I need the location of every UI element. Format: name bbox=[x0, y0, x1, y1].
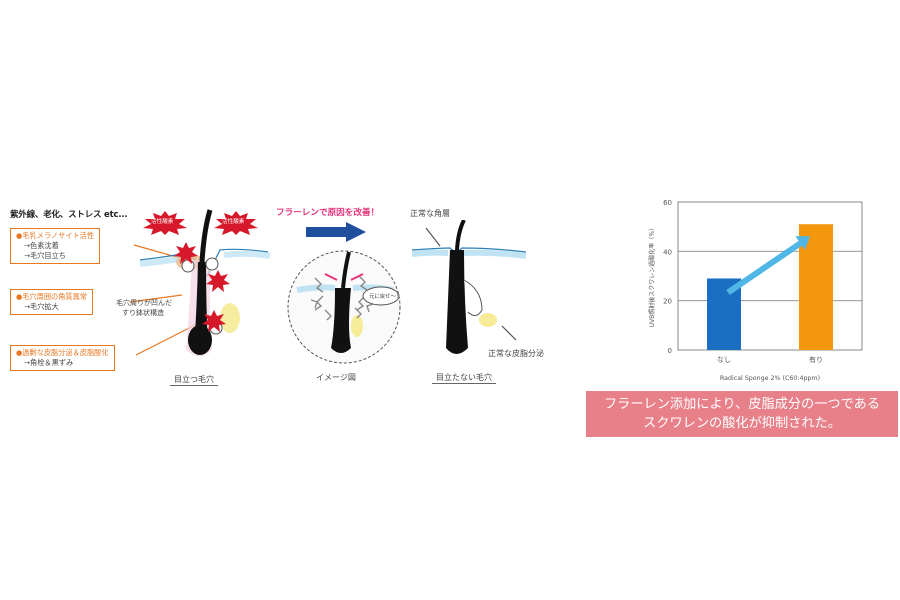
cause-sub: →毛穴目立ち bbox=[24, 251, 66, 260]
middle-caption: イメージ図 bbox=[316, 373, 356, 382]
improve-label: フラーレンで原因を改善！ bbox=[276, 208, 380, 218]
result-caption-line1: フラーレン添加により、皮脂成分の一つである bbox=[603, 397, 880, 412]
cause-box-keratin: ●毛穴周囲の角質異常 →毛穴拡大 bbox=[10, 289, 93, 315]
funnel-annotation-line1: 毛穴周りが凹んだ bbox=[116, 299, 172, 307]
radical-badge-text: 活性酸素 bbox=[222, 219, 245, 225]
radical-badge-text: 活性酸素 bbox=[151, 219, 174, 225]
right-caption-text: 目立たない毛穴 bbox=[432, 373, 496, 384]
cause-box-sebum: ●過剰な皮脂分泌＆皮脂酸化 →角栓＆黒ずみ bbox=[10, 345, 115, 371]
x-tick-label: 有り bbox=[809, 355, 823, 364]
y-tick-label: 20 bbox=[663, 298, 672, 306]
label-normal-stratum: 正常な角層 bbox=[410, 209, 450, 218]
normal-pore-illustration bbox=[412, 220, 527, 354]
left-caption: 目立つ毛穴 bbox=[170, 374, 218, 386]
squalene-oxidation-chart: 0 20 40 60 なし 有り UVB照射後スクワレン過酸化率（％） Radical Spo… bbox=[648, 199, 863, 382]
result-caption-line2: スクワレンの酸化が抑制された。 bbox=[643, 416, 841, 431]
right-caption: 目立たない毛穴 bbox=[432, 372, 496, 384]
left-caption-text: 目立つ毛穴 bbox=[170, 375, 218, 386]
connector-line bbox=[133, 244, 181, 259]
result-caption-box: フラーレン添加により、皮脂成分の一つである スクワレンの酸化が抑制された。 bbox=[586, 391, 898, 437]
causes-header: 紫外線、老化、ストレス etc... bbox=[10, 210, 128, 220]
cause-sub: →毛穴拡大 bbox=[24, 302, 59, 311]
cause-sub: →角栓＆黒ずみ bbox=[24, 358, 74, 367]
cause-box-melanocyte: ●毛乳メラノサイト活性 →色素沈着 →毛穴目立ち bbox=[10, 228, 101, 264]
cause-main: ●過剰な皮脂分泌＆皮脂酸化 bbox=[16, 348, 109, 357]
enlarged-pore-illustration bbox=[129, 209, 271, 356]
cause-sub: →色素沈着 bbox=[24, 241, 59, 250]
speech-bubble-text: 元に戻せ～！ bbox=[369, 294, 402, 300]
connector-line bbox=[129, 294, 183, 303]
plot-frame bbox=[677, 201, 863, 351]
right-arrow-icon bbox=[306, 222, 366, 242]
increase-arrow-shaft bbox=[726, 239, 804, 295]
funnel-annotation: 毛穴周りが凹んだ すり鉢状構造 bbox=[116, 298, 172, 318]
x-axis-label: Radical Sponge 2% (C60:4ppm) bbox=[720, 375, 820, 382]
y-tick-label: 0 bbox=[668, 347, 672, 355]
radical-badge-left bbox=[143, 211, 187, 235]
cause-main: ●毛穴周囲の角質異常 bbox=[16, 292, 87, 301]
y-tick-label: 40 bbox=[663, 248, 672, 256]
y-axis-label: UVB照射後スクワレン過酸化率（％） bbox=[648, 225, 656, 328]
y-tick-label: 60 bbox=[663, 199, 672, 207]
funnel-annotation-line2: すり鉢状構造 bbox=[122, 309, 164, 317]
cause-main: ●毛乳メラノサイト活性 bbox=[16, 231, 95, 240]
label-normal-sebum: 正常な皮脂分泌 bbox=[488, 349, 544, 358]
increase-arrow-head bbox=[795, 236, 810, 250]
radical-badge-right bbox=[214, 211, 258, 235]
x-tick-label: なし bbox=[717, 356, 731, 364]
fullerene-image-circle bbox=[287, 250, 401, 364]
